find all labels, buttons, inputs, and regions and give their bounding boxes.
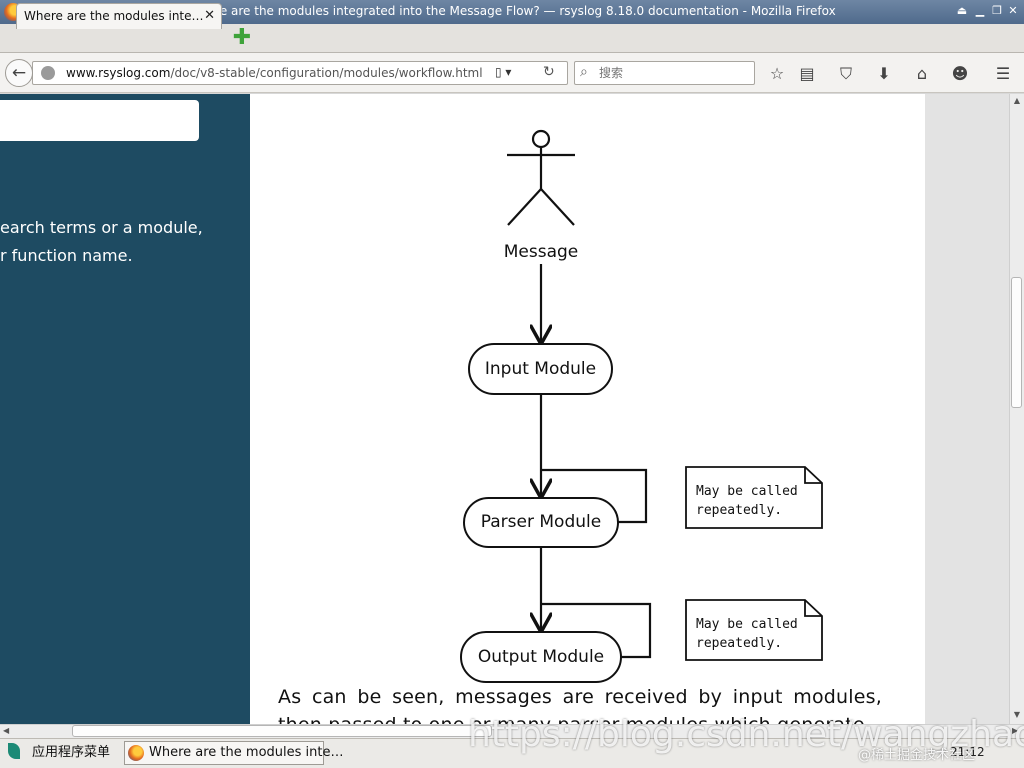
tab-label: Where are the modules inte… [24, 9, 204, 23]
applications-menu-button[interactable]: 应用程序菜单 [8, 741, 110, 765]
input-module-node: Input Module [468, 343, 613, 395]
taskbar-clock: 21:12 [950, 745, 985, 759]
reload-icon[interactable]: ↻ [543, 64, 555, 80]
note-2-line2: repeatedly. [696, 636, 783, 651]
vertical-scroll-thumb[interactable] [1011, 277, 1022, 408]
docs-sidebar [0, 94, 250, 724]
body-paragraph: As can be seen, messages are received by… [278, 686, 882, 724]
note-1-line2: repeatedly. [696, 503, 783, 518]
pocket-icon[interactable]: ⛉ [839, 64, 852, 83]
sidebar-search-input[interactable] [0, 100, 199, 141]
hello-smiley-icon[interactable]: ☻ [951, 64, 969, 83]
note-box-1 [685, 466, 823, 529]
search-icon: ⌕ [580, 64, 588, 80]
url-path: /doc/v8-stable/configuration/modules/wor… [170, 66, 483, 80]
horizontal-scroll-thumb[interactable] [72, 725, 492, 737]
minimize-window-icon[interactable]: ▁ [975, 4, 985, 17]
page-margin-right [925, 94, 1009, 724]
scroll-up-arrow-icon[interactable]: ▲ [1013, 96, 1021, 105]
app-menu-label: 应用程序菜单 [32, 745, 111, 760]
workflow-diagram [507, 129, 823, 661]
firefox-taskbar-icon [128, 745, 144, 761]
sidebar-search-hint-line1: earch terms or a module, [0, 218, 203, 237]
shade-window-icon[interactable]: ⏏ [956, 4, 968, 17]
sidebar-search-hint-line2: r function name. [0, 246, 133, 265]
url-domain: www.rsyslog.com [66, 66, 171, 80]
output-module-node: Output Module [460, 631, 622, 683]
site-identity-globe-icon[interactable] [41, 66, 55, 80]
download-icon[interactable]: ⬇ [877, 64, 891, 83]
back-button[interactable]: ← [5, 59, 33, 87]
message-actor-label: Message [503, 242, 579, 262]
new-tab-plus-icon[interactable]: ✚ [232, 25, 252, 50]
parser-module-node: Parser Module [463, 497, 619, 548]
reader-view-icon[interactable]: ▯ ▾ [495, 65, 512, 79]
tab-workflow[interactable]: Where are the modules inte… ✕ [16, 3, 222, 29]
page-content: Message Input Module Parser Module Outpu… [250, 94, 925, 724]
scroll-left-arrow-icon[interactable]: ◀ [3, 726, 10, 735]
note-2-line1: May be called [696, 617, 798, 632]
taskbar-firefox-window[interactable]: Where are the modules inte… [124, 741, 343, 765]
csdn-watermark: https://blog.csdn.net/wangzhao [468, 714, 1024, 755]
juejin-watermark: @稀土掘金技术社区 [858, 748, 976, 763]
parser-loop-line [541, 468, 648, 524]
url-text[interactable]: www.rsyslog.com/doc/v8-stable/configurat… [66, 66, 483, 80]
url-bar[interactable]: www.rsyslog.com/doc/v8-stable/configurat… [32, 61, 568, 85]
window-title: Where are the modules integrated into th… [188, 4, 836, 18]
search-input[interactable] [597, 65, 751, 81]
maximize-window-icon[interactable]: ❐ [992, 4, 1002, 17]
reading-list-icon[interactable]: ▤ [799, 64, 815, 83]
scroll-down-arrow-icon[interactable]: ▼ [1013, 710, 1021, 719]
tab-close-icon[interactable]: ✕ [204, 8, 215, 23]
scroll-right-arrow-icon[interactable]: ▶ [1012, 726, 1019, 735]
bookmark-star-icon[interactable]: ☆ [769, 64, 785, 83]
hamburger-menu-icon[interactable]: ☰ [995, 64, 1011, 83]
app-menu-leaf-icon [8, 742, 20, 759]
close-window-icon[interactable]: ✕ [1008, 4, 1018, 17]
search-bar[interactable]: ⌕ [574, 61, 755, 85]
taskbar-window-label: Where are the modules inte… [149, 745, 344, 760]
vertical-scrollbar[interactable]: ▲ ▼ [1009, 94, 1024, 724]
output-loop-line [541, 602, 652, 659]
message-actor-figure [507, 129, 575, 226]
home-icon[interactable]: ⌂ [916, 64, 928, 83]
note-1-line1: May be called [696, 484, 798, 499]
note-box-2 [685, 599, 823, 661]
